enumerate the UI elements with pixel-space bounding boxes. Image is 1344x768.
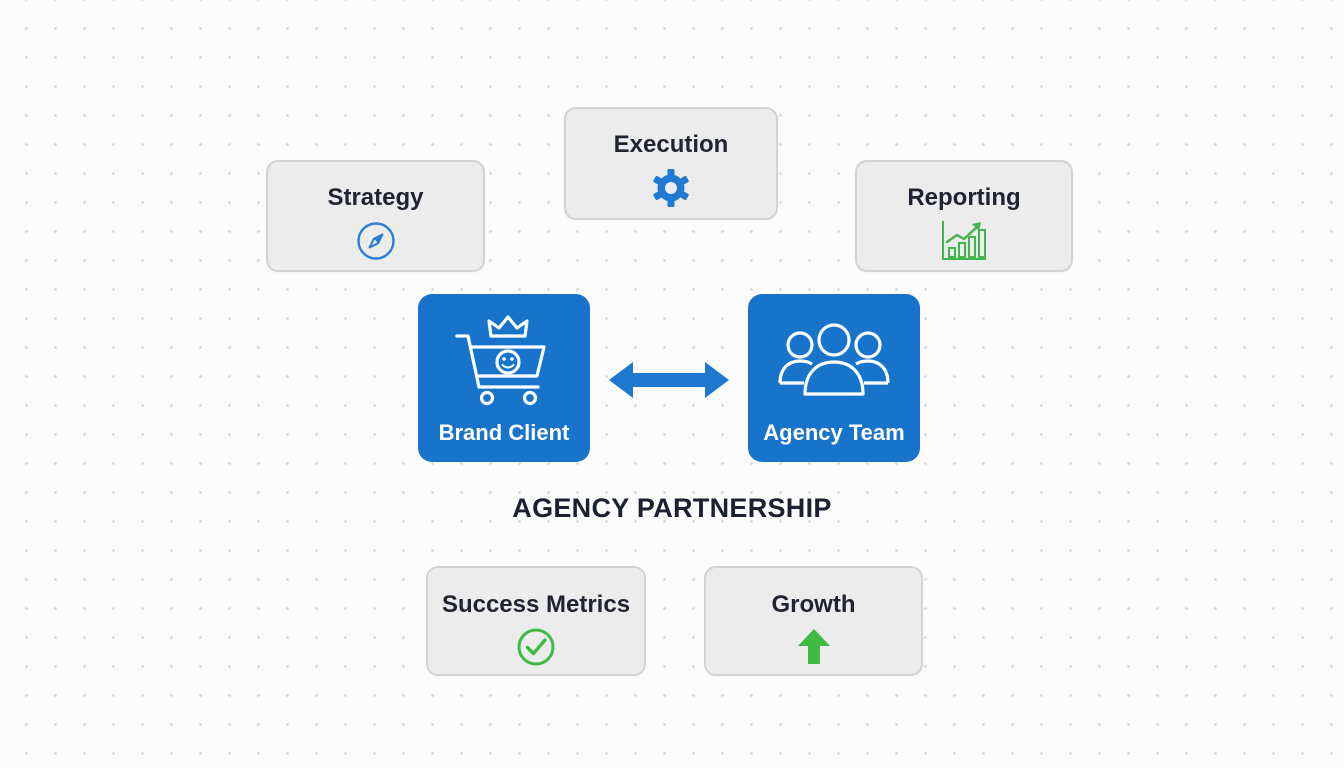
strategy-label: Strategy [327,184,424,211]
brand-client-tile: Brand Client [418,294,590,462]
reporting-card: Reporting [855,160,1073,272]
growth-label: Growth [771,591,856,618]
success-metrics-card: Success Metrics [426,566,646,676]
agency-team-tile: Agency Team [748,294,920,462]
partnership-title: AGENCY PARTNERSHIP [512,493,832,523]
execution-label: Execution [613,131,729,158]
compass-icon [356,222,395,260]
reporting-label: Reporting [907,184,1021,211]
gear-icon [653,169,689,207]
check-circle-icon [517,628,555,666]
up-arrow-icon [797,629,830,664]
success-metrics-label: Success Metrics [441,591,631,618]
agency-team-label: Agency Team [763,420,905,445]
double-headed-arrow-icon [609,362,729,398]
rising-bar-chart-icon [942,221,986,260]
execution-card: Execution [564,107,778,220]
brand-client-label: Brand Client [438,420,570,445]
team-people-icon [778,323,890,396]
crowned-shopping-cart-icon [455,315,546,406]
strategy-card: Strategy [266,160,485,272]
growth-card: Growth [704,566,923,676]
